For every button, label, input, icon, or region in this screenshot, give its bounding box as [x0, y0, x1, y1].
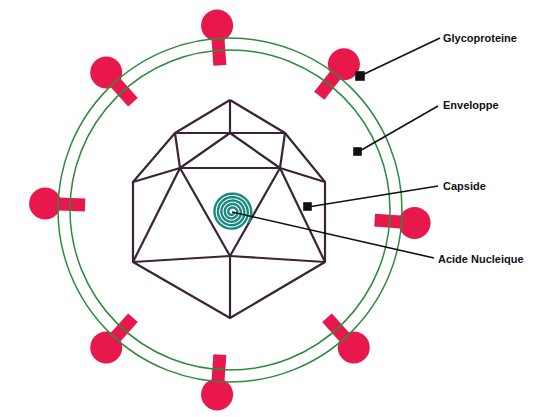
spike-head	[328, 48, 360, 80]
spike-head	[29, 188, 61, 220]
envelope-outer	[58, 38, 402, 382]
spike-head	[399, 207, 431, 239]
part-label: Glycoproteine	[443, 32, 517, 44]
spike-head	[338, 331, 370, 363]
capsid	[133, 100, 325, 318]
spike-head	[201, 379, 233, 411]
part-label: Enveloppe	[443, 99, 499, 111]
envelope-inner	[70, 50, 390, 370]
part-label: Acide Nucleique	[438, 253, 524, 265]
nucleic-acid-spiral	[215, 194, 252, 229]
part-label: Capside	[443, 180, 486, 192]
leader-lines	[232, 38, 440, 258]
spike-head	[201, 9, 233, 41]
spike-head	[90, 331, 122, 363]
glycoprotein-spikes	[29, 9, 430, 410]
spike-head	[90, 57, 122, 89]
